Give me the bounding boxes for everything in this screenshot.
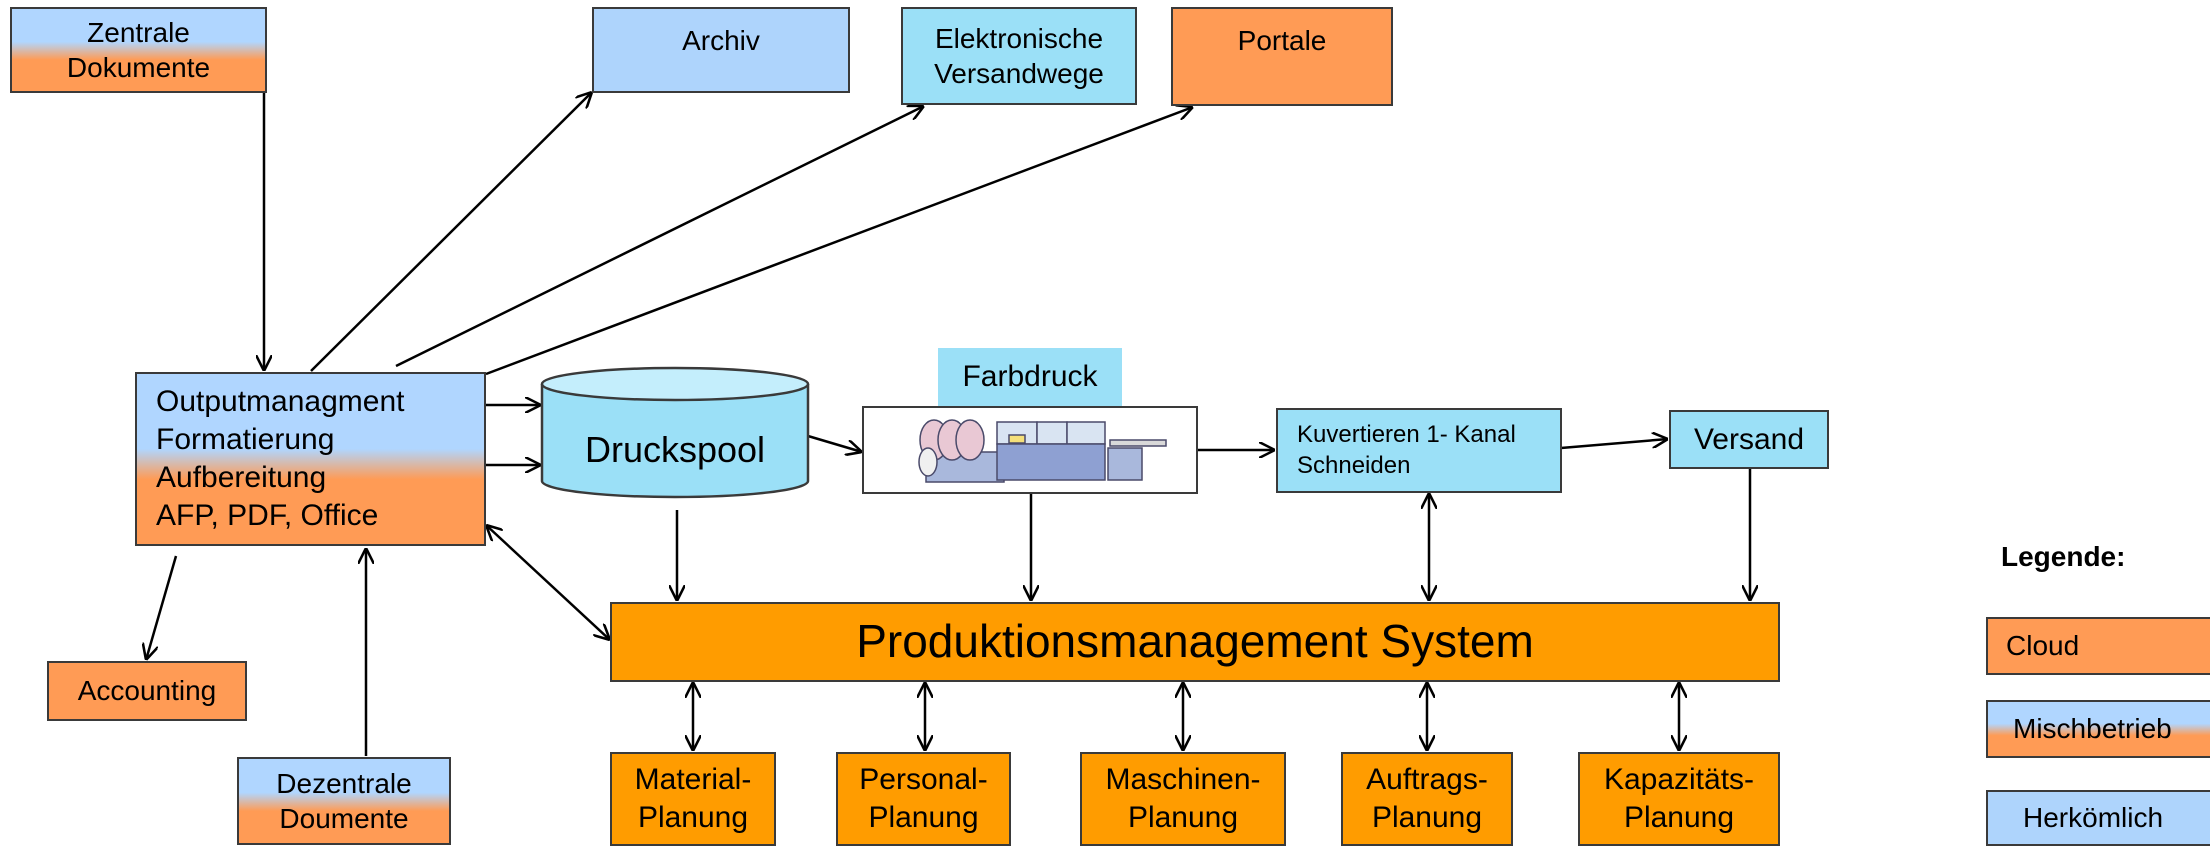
- auftrags-line-2: Planung: [1371, 801, 1483, 834]
- kuvertieren-line-2: Schneiden: [1297, 451, 1411, 479]
- arrow-output-to-accounting: [146, 555, 178, 660]
- portale-box: Portale: [1171, 7, 1393, 106]
- archiv-box: Archiv: [592, 7, 850, 93]
- legend-title: Legende:: [2001, 541, 2126, 572]
- kapazitaet-line-1: Kapazitäts-: [1603, 763, 1755, 797]
- versand-box: Versand: [1669, 410, 1829, 469]
- arrow-kuvertieren-to-versand: [1560, 439, 1668, 450]
- output-line-1: Outputmanagment: [156, 385, 405, 419]
- archiv-label: Archiv: [682, 25, 760, 56]
- farbdruck-label-box: Farbdruck: [938, 348, 1122, 406]
- legend-cloud-swatch: Cloud: [1986, 617, 2210, 675]
- legend-herkoemlich-swatch: Herkömlich: [1986, 790, 2210, 846]
- dezentrale-line-2: Doumente: [279, 803, 409, 834]
- arrow-output-to-portale: [485, 107, 1193, 376]
- legend-herkoemlich-label: Herkömlich: [2023, 802, 2164, 834]
- legend-cloud-label: Cloud: [2006, 630, 2080, 662]
- elektronische-versandwege-box: Elektronische Versandwege: [901, 7, 1137, 105]
- zentrale-line-2: Dokumente: [66, 52, 211, 83]
- outputmanagement-box: Outputmanagment Formatierung Aufbereitun…: [135, 372, 486, 546]
- printer-illustration: [918, 419, 1167, 483]
- elektronisch-line-1: Elektronische: [934, 22, 1104, 54]
- kapazitaets-planung-box: Kapazitäts- Planung: [1578, 752, 1780, 846]
- versand-label: Versand: [1693, 422, 1805, 456]
- personal-line-2: Planung: [868, 801, 979, 834]
- maschinen-line-2: Planung: [1127, 801, 1239, 834]
- druckspool-label: Druckspool: [584, 429, 766, 471]
- legend-mischbetrieb-swatch: Mischbetrieb: [1986, 700, 2210, 758]
- output-line-3: Aufbereitung: [156, 461, 327, 494]
- druckspool-cylinder: [540, 366, 810, 499]
- legend-mischbetrieb-label: Mischbetrieb: [2013, 713, 2172, 745]
- auftrags-line-1: Auftrags-: [1366, 763, 1488, 797]
- portale-label: Portale: [1237, 25, 1327, 56]
- output-line-4: AFP, PDF, Office: [156, 498, 379, 532]
- accounting-box: Accounting: [47, 661, 247, 721]
- maschinen-line-1: Maschinen-: [1105, 763, 1261, 797]
- druckspool-label-box: Druckspool: [542, 410, 808, 490]
- arrow-output-to-archiv: [310, 92, 592, 372]
- zentrale-line-1: Zentrale: [87, 16, 190, 48]
- personal-planung-box: Personal- Planung: [836, 752, 1011, 846]
- material-line-2: Planung: [637, 801, 749, 834]
- dezentrale-line-1: Dezentrale: [276, 767, 412, 799]
- arrow-output-to-elektronisch: [395, 106, 924, 368]
- dezentrale-dokumente-box: Dezentrale Doumente: [237, 757, 451, 845]
- arrow-output-pms: [486, 525, 610, 640]
- output-line-2: Formatierung: [156, 423, 335, 457]
- maschinen-planung-box: Maschinen- Planung: [1080, 752, 1286, 846]
- zentrale-dokumente-box: Zentrale Dokumente: [10, 7, 267, 93]
- kapazitaet-line-2: Planung: [1623, 801, 1735, 834]
- elektronisch-line-2: Versandwege: [934, 58, 1104, 89]
- material-line-1: Material-: [634, 763, 752, 797]
- farbdruck-printer-frame: [862, 406, 1198, 494]
- kuvertieren-box: Kuvertieren 1- Kanal Schneiden: [1276, 408, 1562, 493]
- material-planung-box: Material- Planung: [610, 752, 776, 846]
- farbdruck-label: Farbdruck: [962, 360, 1098, 393]
- produktionsmanagement-system-box: Produktionsmanagement System: [610, 602, 1780, 682]
- kuvertieren-line-1: Kuvertieren 1- Kanal: [1297, 421, 1516, 449]
- accounting-label: Accounting: [77, 675, 217, 707]
- personal-line-1: Personal-: [859, 763, 988, 797]
- arrow-druckspool-to-printer: [807, 434, 862, 452]
- auftrags-planung-box: Auftrags- Planung: [1341, 752, 1513, 846]
- pms-label: Produktionsmanagement System: [856, 615, 1534, 668]
